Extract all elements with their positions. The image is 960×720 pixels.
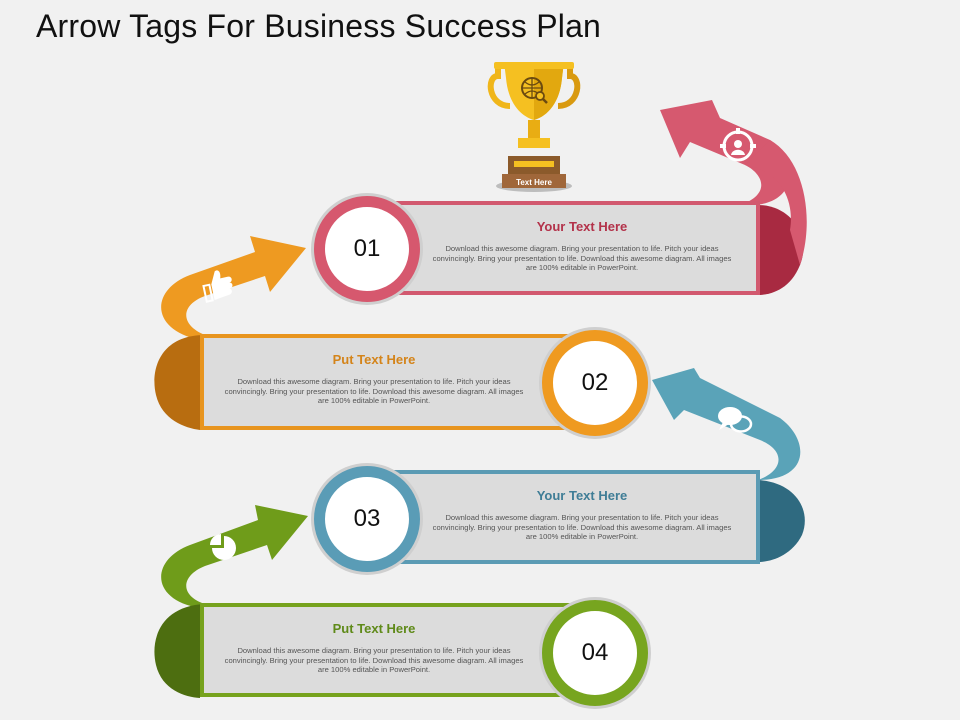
- step-body: Download this awesome diagram. Bring you…: [224, 377, 524, 406]
- step-number: 02: [581, 369, 609, 396]
- step-heading: Your Text Here: [536, 488, 628, 503]
- chat-bubbles-icon: [718, 407, 753, 433]
- step-body: Download this awesome diagram. Bring you…: [432, 513, 732, 542]
- arrow-green: [154, 505, 308, 698]
- trophy-label: Text Here: [516, 178, 552, 187]
- pie-chart-icon: [210, 534, 236, 560]
- arrow-orange: [154, 236, 306, 430]
- step-box-03: Your Text Here Download this awesome dia…: [388, 470, 760, 564]
- step-number-circle-02: 02: [542, 330, 648, 436]
- step-box-02: Put Text Here Download this awesome diag…: [200, 334, 570, 430]
- step-number-circle-03: 03: [314, 466, 420, 572]
- step-number: 01: [353, 235, 381, 262]
- step-number-circle-01: 01: [314, 196, 420, 302]
- trophy-icon: [487, 62, 581, 192]
- step-body: Download this awesome diagram. Bring you…: [224, 646, 524, 675]
- step-box-01: Your Text Here Download this awesome dia…: [388, 201, 760, 295]
- step-number-circle-04: 04: [542, 600, 648, 706]
- thumbs-up-icon: [202, 270, 233, 303]
- step-heading: Put Text Here: [332, 621, 416, 636]
- step-number: 03: [353, 505, 381, 532]
- page-title: Arrow Tags For Business Success Plan: [36, 8, 602, 44]
- step-heading: Put Text Here: [332, 352, 416, 367]
- step-box-04: Put Text Here Download this awesome diag…: [200, 603, 570, 697]
- step-heading: Your Text Here: [536, 219, 628, 234]
- step-number: 04: [581, 639, 609, 666]
- people-target-icon: [720, 128, 756, 162]
- step-body: Download this awesome diagram. Bring you…: [432, 244, 732, 273]
- globe-search-icon: [521, 77, 548, 104]
